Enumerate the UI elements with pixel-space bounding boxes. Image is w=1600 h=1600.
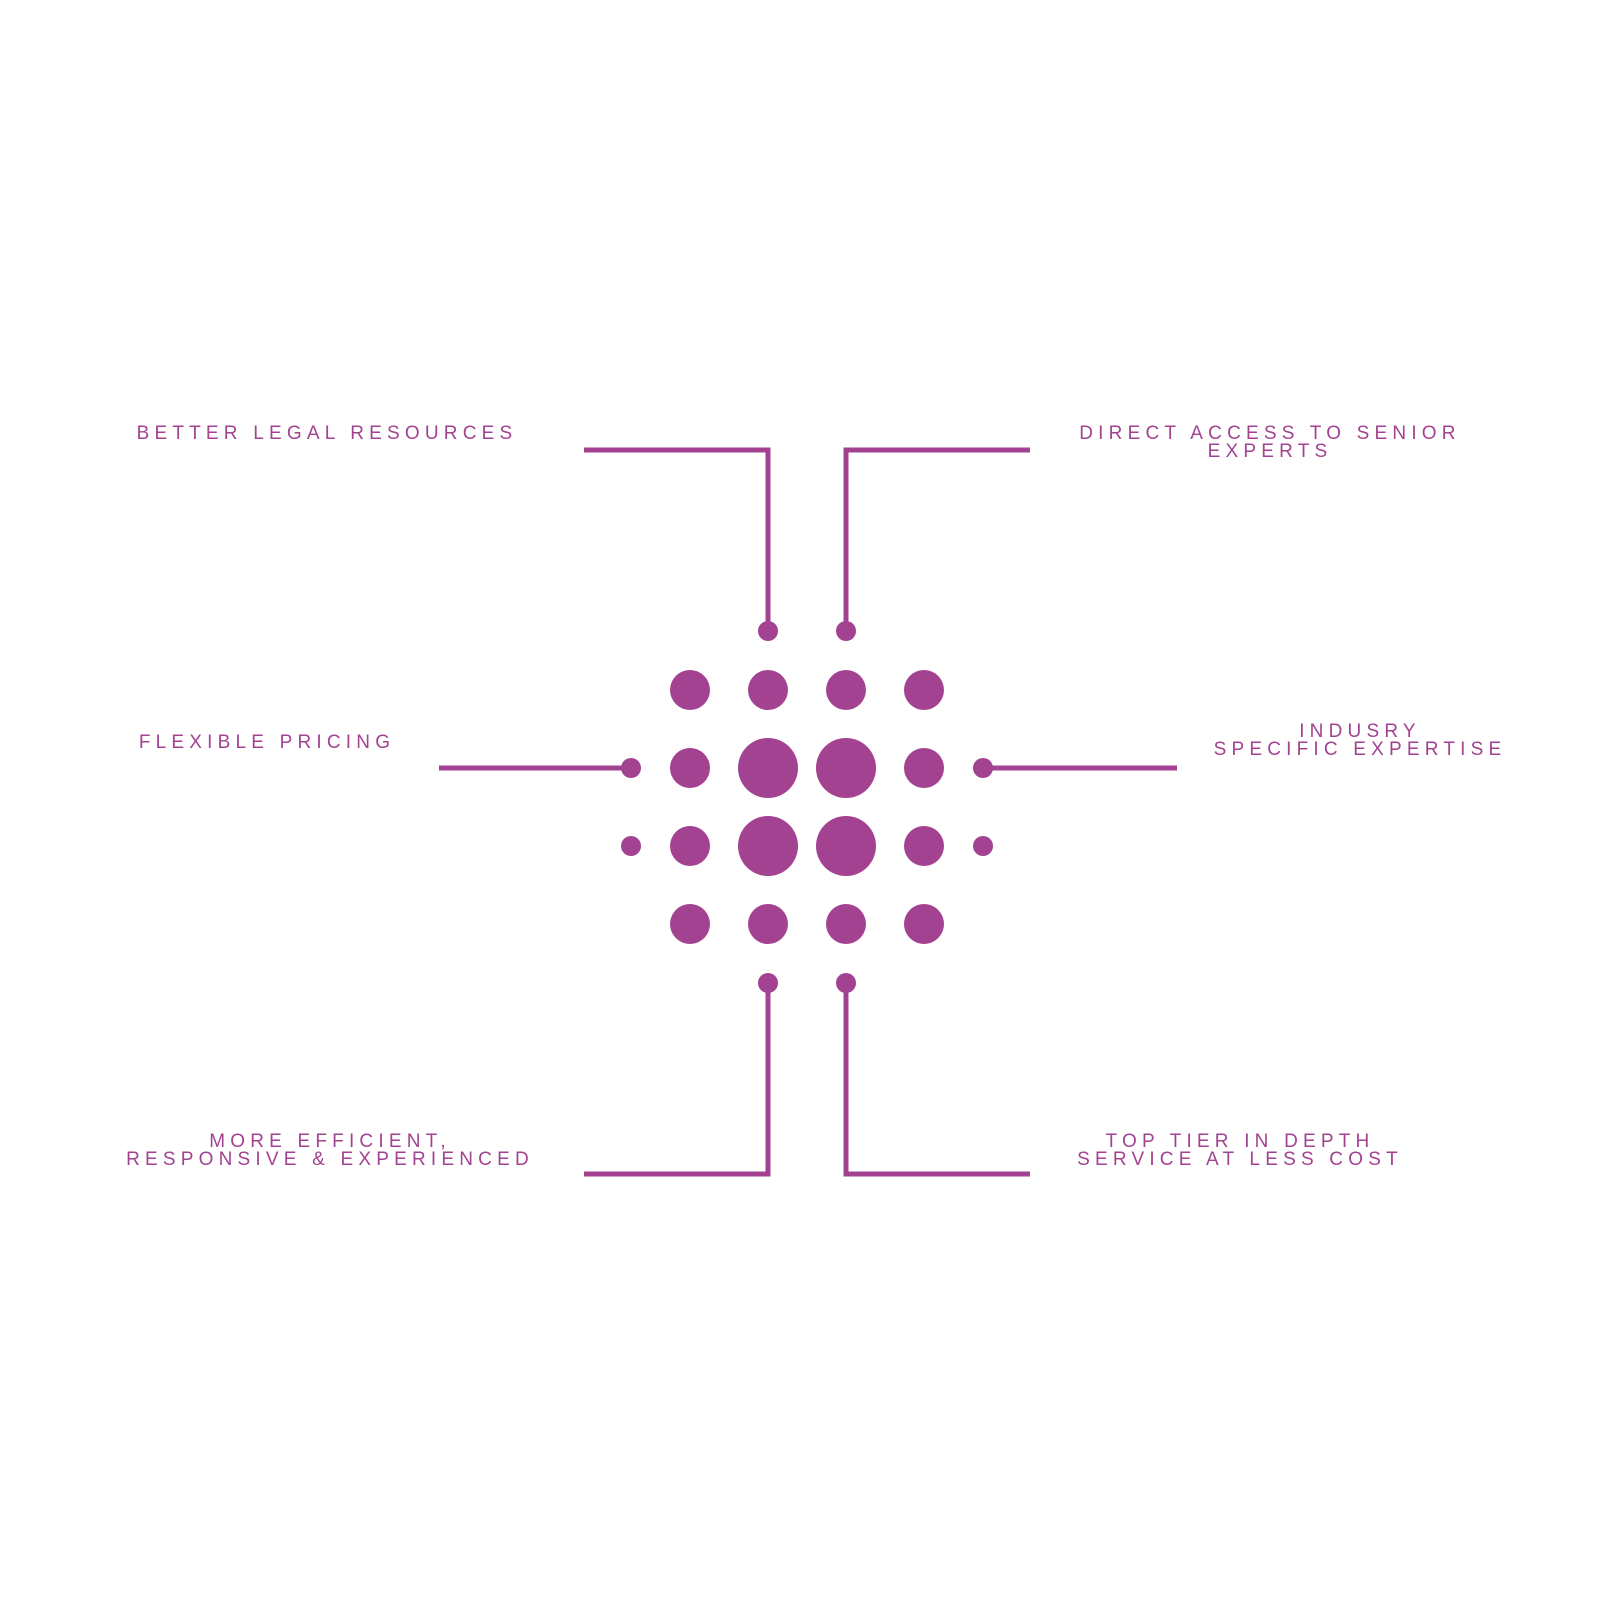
connector-lines [439,447,1177,1177]
logo-dot [826,904,866,944]
logo-dot [670,826,710,866]
side-dot-left [621,836,641,856]
logo-dot-large [816,738,876,798]
logo-dot [670,748,710,788]
logo-dot [826,670,866,710]
logo-dot [670,670,710,710]
label-line: MORE EFFICIENT, [209,1131,451,1152]
label-top-tier-service: TOP TIER IN DEPTH SERVICE AT LESS COST [1055,1131,1425,1170]
logo-dot [748,670,788,710]
logo-dot-large [816,816,876,876]
logo-dot-large [738,816,798,876]
label-line: DIRECT ACCESS TO SENIOR [1079,423,1461,444]
connector-line-better-legal [584,447,771,631]
label-line: EXPERTS [1207,441,1333,462]
dot-matrix-logo-icon [621,621,993,993]
connector-line-top-tier [843,983,1030,1177]
label-line: FLEXIBLE PRICING [138,732,396,753]
label-industry-expertise: INDUSRY SPECIFIC EXPERTISE [1195,721,1525,760]
label-line: BETTER LEGAL RESOURCES [136,423,518,444]
connector-line-more-efficient [584,983,771,1177]
logo-dot [904,748,944,788]
label-better-legal-resources: BETTER LEGAL RESOURCES [122,423,532,444]
logo-dot [670,904,710,944]
label-line: RESPONSIVE & EXPERIENCED [126,1149,534,1170]
label-flexible-pricing: FLEXIBLE PRICING [122,732,412,753]
connector-line-direct-access [843,447,1030,631]
label-line: INDUSRY [1299,721,1421,742]
logo-dot [904,670,944,710]
logo-dot [904,826,944,866]
label-more-efficient: MORE EFFICIENT, RESPONSIVE & EXPERIENCED [100,1131,560,1170]
logo-dot [904,904,944,944]
side-dot-right [973,836,993,856]
label-direct-access: DIRECT ACCESS TO SENIOR EXPERTS [1060,423,1480,462]
label-line: SERVICE AT LESS COST [1077,1149,1403,1170]
logo-dot [748,904,788,944]
label-line: TOP TIER IN DEPTH [1105,1131,1375,1152]
label-line: SPECIFIC EXPERTISE [1213,739,1507,760]
logo-dot-large [738,738,798,798]
